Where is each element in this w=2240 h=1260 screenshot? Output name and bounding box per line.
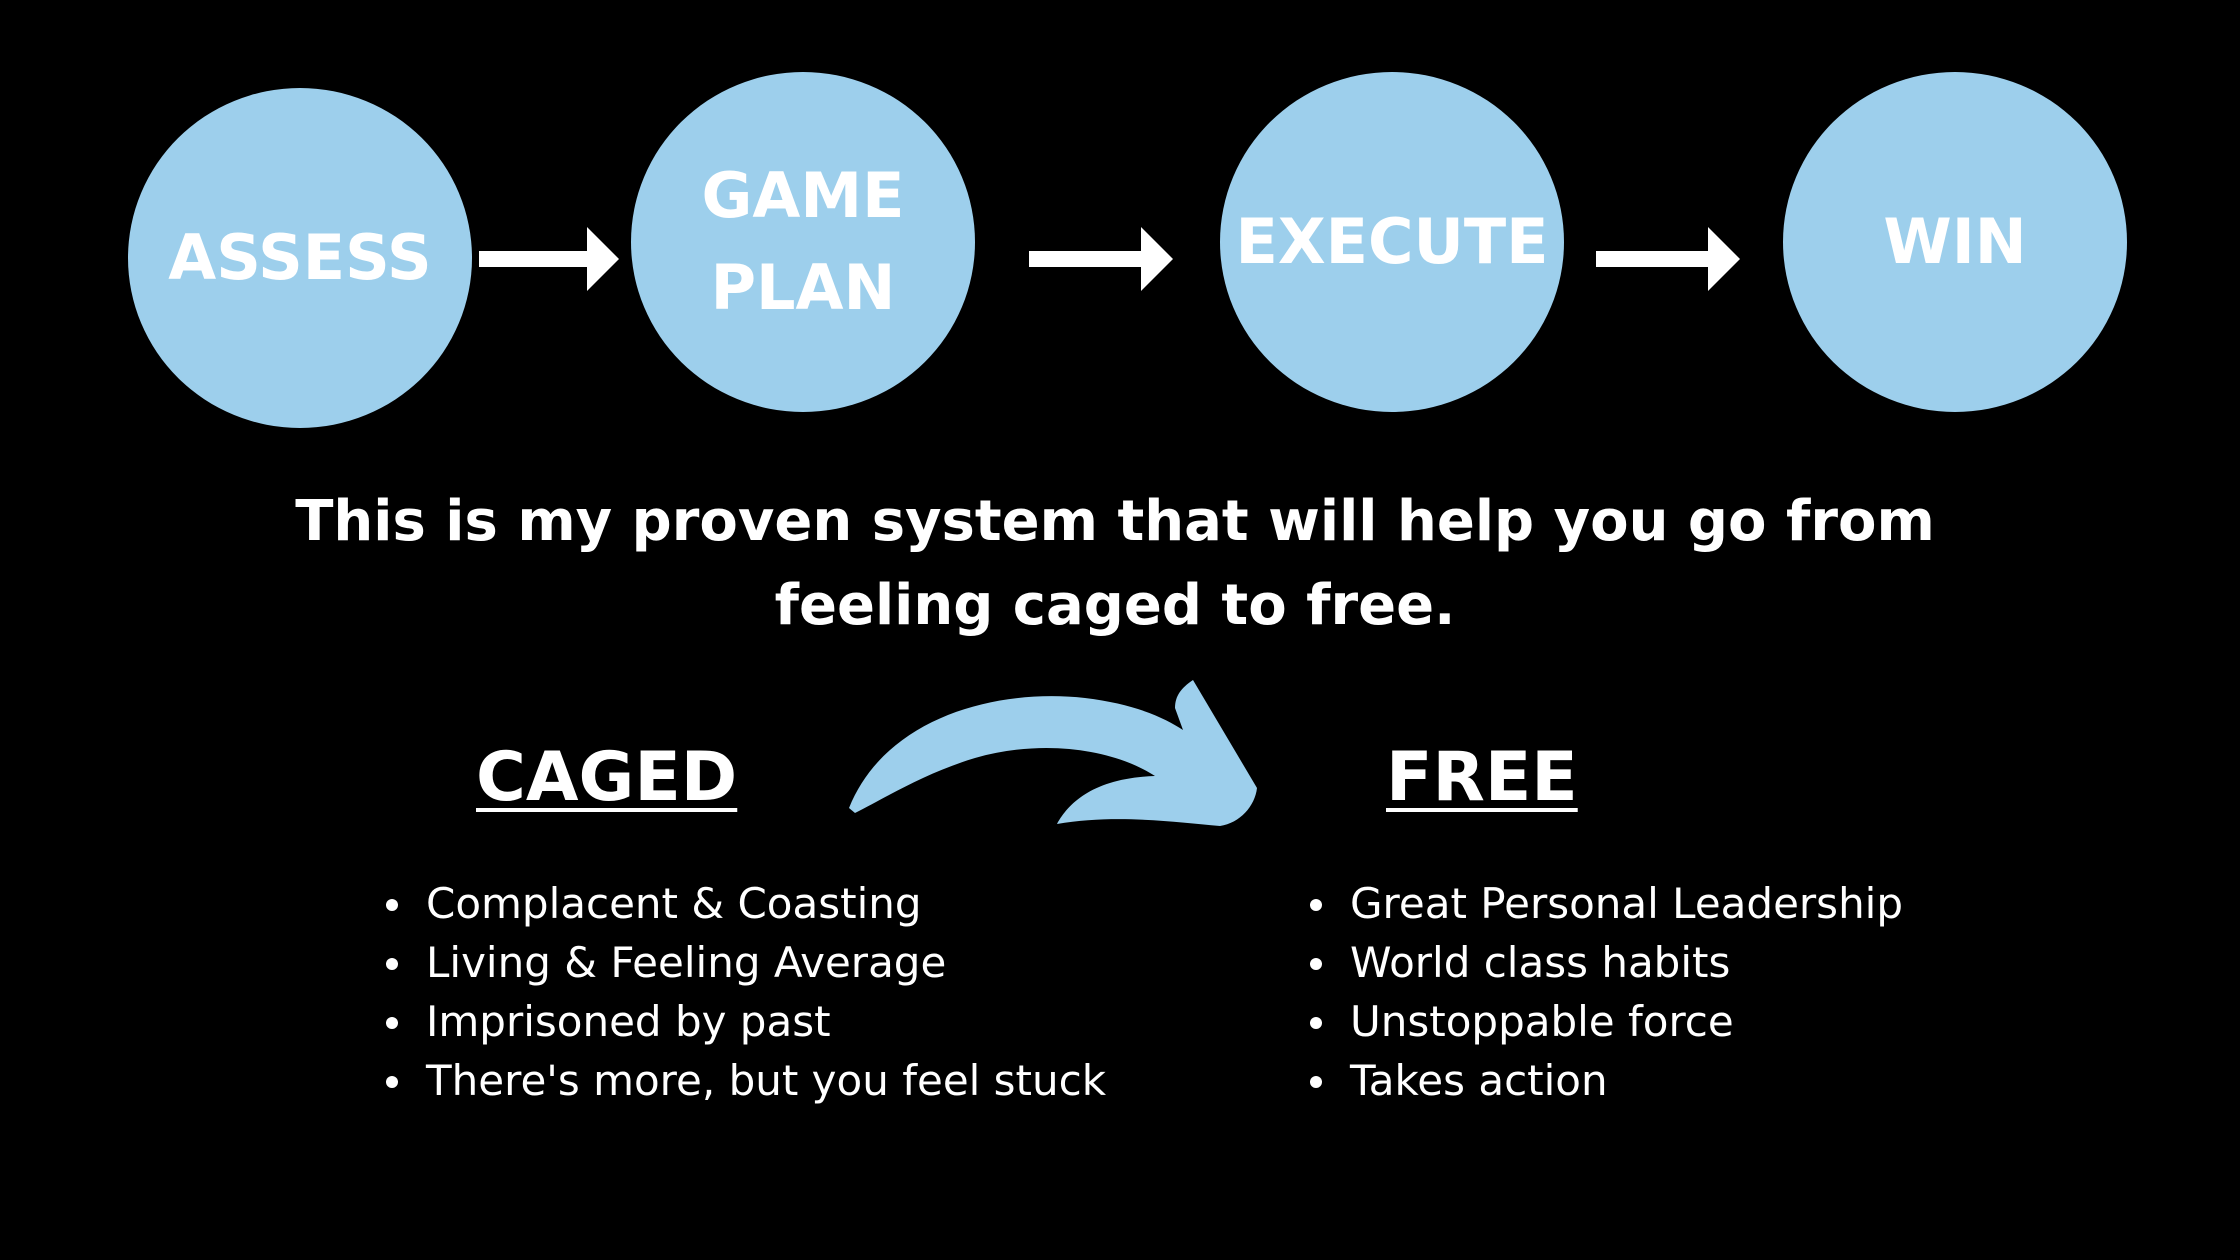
step-game-plan: GAME PLAN: [631, 72, 975, 412]
step-label: WIN: [1883, 205, 2027, 278]
free-title: FREE: [1386, 738, 1578, 817]
step-label: ASSESS: [168, 221, 432, 294]
headline-line2: feeling caged to free.: [774, 573, 1456, 638]
list-item: Complacent & Coasting: [386, 874, 1106, 933]
step-label-line1: GAME: [701, 159, 905, 232]
list-item: Great Personal Leadership: [1310, 874, 1903, 933]
curved-arrow-icon: [849, 680, 1257, 826]
list-item: Living & Feeling Average: [386, 933, 1106, 992]
headline-line1: This is my proven system that will help …: [295, 489, 1935, 554]
free-list: Great Personal Leadership World class ha…: [1310, 874, 1903, 1110]
step-assess: ASSESS: [128, 88, 472, 428]
arrow-right-icon: [479, 227, 619, 291]
caged-title: CAGED: [476, 738, 738, 817]
caged-list: Complacent & Coasting Living & Feeling A…: [386, 874, 1106, 1110]
list-item: Imprisoned by past: [386, 992, 1106, 1051]
list-item: Takes action: [1310, 1051, 1903, 1110]
step-label: EXECUTE: [1235, 205, 1549, 278]
arrow-right-icon: [1596, 227, 1740, 291]
list-item: World class habits: [1310, 933, 1903, 992]
list-item: Unstoppable force: [1310, 992, 1903, 1051]
headline: This is my proven system that will help …: [200, 480, 2030, 648]
step-win: WIN: [1783, 72, 2127, 412]
arrow-right-icon: [1029, 227, 1173, 291]
step-execute: EXECUTE: [1220, 72, 1564, 412]
step-label-line2: PLAN: [710, 251, 896, 324]
list-item: There's more, but you feel stuck: [386, 1051, 1106, 1110]
